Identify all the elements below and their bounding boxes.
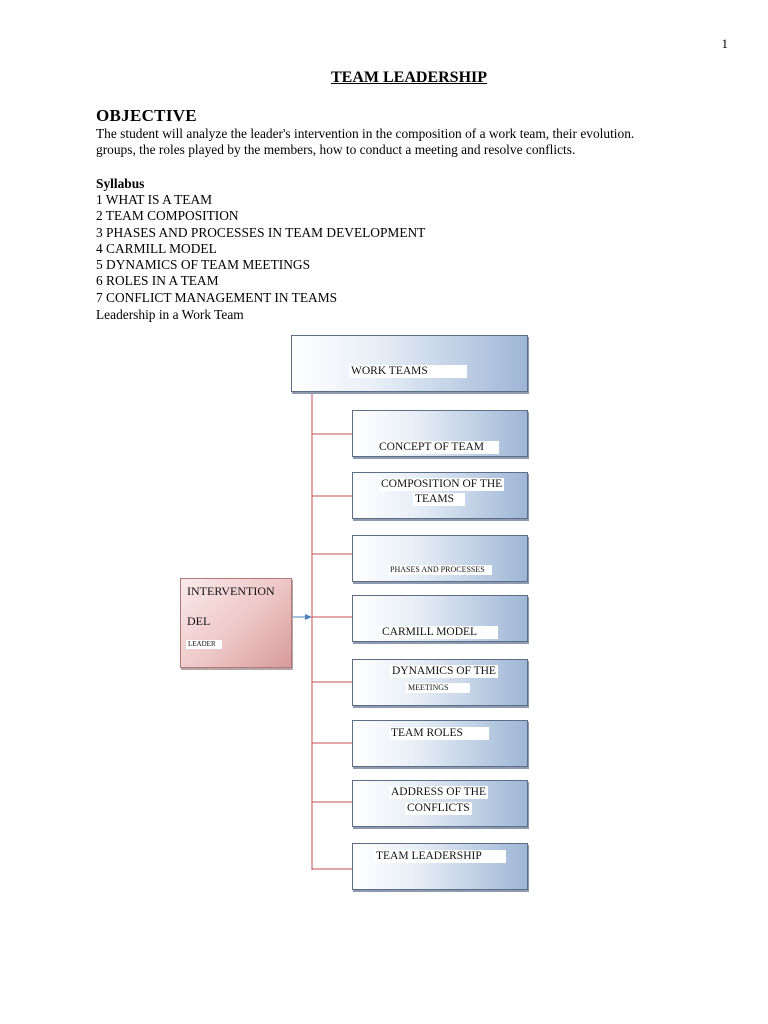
leader-label-line2: DEL xyxy=(187,614,211,628)
objective-line-2: groups, the roles played by the members,… xyxy=(96,142,576,157)
syllabus-item: 1 WHAT IS A TEAM xyxy=(96,192,213,207)
syllabus-item: 5 DYNAMICS OF TEAM MEETINGS xyxy=(96,257,311,273)
box-label: COMPOSITION OF THE xyxy=(379,478,505,491)
box-label: ADDRESS OF THE xyxy=(389,786,488,799)
carmill-model-box: CARMILL MODEL xyxy=(352,595,528,642)
dynamics-of-meetings-box: DYNAMICS OF THE MEETINGS xyxy=(352,659,528,706)
syllabus-item: 7 CONFLICT MANAGEMENT IN TEAMS xyxy=(96,289,338,305)
syllabus-list: 1 WHAT IS A TEAM 2 TEAM COMPOSITION 3 PH… xyxy=(96,192,425,306)
syllabus-item: 6 ROLES IN A TEAM xyxy=(96,273,219,289)
composition-of-teams-box: COMPOSITION OF THE TEAMS xyxy=(352,472,528,519)
concept-of-team-box: CONCEPT OF TEAM xyxy=(352,410,528,457)
box-label: CONCEPT OF TEAM xyxy=(377,441,499,454)
team-roles-box: TEAM ROLES xyxy=(352,720,528,767)
box-label: TEAM LEADERSHIP xyxy=(374,850,506,863)
leader-label-line3: LEADER xyxy=(186,640,222,649)
box-label: TEAMS xyxy=(413,493,465,506)
address-of-conflicts-box: ADDRESS OF THE CONFLICTS xyxy=(352,780,528,827)
team-leadership-box: TEAM LEADERSHIP xyxy=(352,843,528,890)
box-label: MEETINGS xyxy=(406,683,470,693)
syllabus-item: 2 TEAM COMPOSITION xyxy=(96,208,239,224)
box-label: PHASES AND PROCESSES xyxy=(388,565,492,575)
box-label: TEAM ROLES xyxy=(389,727,489,740)
work-teams-box: WORK TEAMS xyxy=(291,335,528,392)
page-number: 1 xyxy=(721,36,729,51)
phases-and-processes-box: PHASES AND PROCESSES xyxy=(352,535,528,582)
leader-intervention-box: INTERVENTION DEL LEADER xyxy=(180,578,292,668)
syllabus-item: 4 CARMILL MODEL xyxy=(96,240,217,256)
syllabus-item: 3 PHASES AND PROCESSES IN TEAM DEVELOPME… xyxy=(96,224,426,240)
syllabus-heading: Syllabus xyxy=(96,176,145,191)
leader-label-line1: INTERVENTION xyxy=(187,584,275,598)
document-title: TEAM LEADERSHIP xyxy=(330,69,488,86)
objective-line-1: The student will analyze the leader's in… xyxy=(96,126,635,141)
objective-heading: OBJECTIVE xyxy=(96,106,197,125)
arrow-head-icon xyxy=(305,614,312,620)
box-label: CARMILL MODEL xyxy=(380,626,498,639)
box-label: DYNAMICS OF THE xyxy=(390,665,498,678)
objective-text: The student will analyze the leader's in… xyxy=(96,126,696,158)
diagram-caption: Leadership in a Work Team xyxy=(96,307,244,322)
box-label: WORK TEAMS xyxy=(349,365,467,378)
box-label: CONFLICTS xyxy=(405,802,472,815)
